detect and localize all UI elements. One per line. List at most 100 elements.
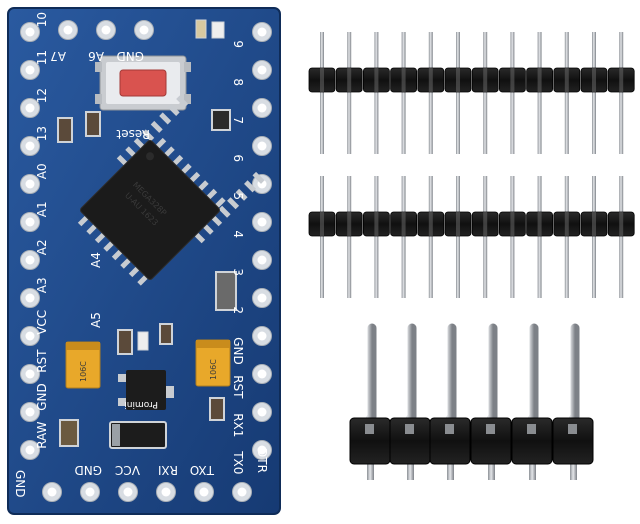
right-pin-pads (252, 22, 272, 460)
header-pin (592, 176, 596, 298)
header-pin (592, 32, 596, 154)
pin-pad (20, 22, 40, 42)
pin-label: A6 (88, 49, 104, 63)
header-pin (564, 32, 569, 154)
pin-label: A2 (35, 239, 49, 255)
pin-label: 11 (35, 50, 49, 65)
header-pin (347, 176, 352, 298)
pin-label: RX1 (231, 413, 245, 437)
arduino-pro-mini-board: MEGA328P U-AU 1623 106C 106C (7, 7, 281, 515)
header-pin (456, 176, 460, 298)
pin-label: TXO (190, 463, 215, 477)
microcontroller-chip: MEGA328P U-AU 1623 (77, 95, 265, 286)
header-pin (320, 176, 324, 298)
pin-pad (20, 212, 40, 232)
pin-pad (20, 288, 40, 308)
pin-pad (232, 482, 252, 502)
header-pin (374, 32, 379, 154)
header-pin (407, 450, 414, 480)
header-plastic-block (429, 417, 471, 465)
pin-pad (194, 482, 214, 502)
pin-label: RST (35, 349, 49, 373)
tantalum-capacitor-left: 106C (65, 341, 101, 389)
pin-pad (156, 482, 176, 502)
header-pin (561, 323, 580, 437)
pin-pad (252, 440, 272, 460)
header-pin (456, 32, 460, 154)
pin-label: RST (231, 375, 245, 399)
pin-label: GND (116, 49, 144, 63)
header-pin (488, 450, 495, 480)
left-pin-pads (20, 22, 40, 460)
pin-label: GND (231, 337, 245, 365)
pin-pad (252, 326, 272, 346)
label-reset: Reset (116, 127, 150, 141)
pin-pad (252, 136, 272, 156)
header-pin (564, 176, 569, 298)
pin-label: RXI (158, 463, 178, 477)
header-pin (483, 32, 488, 154)
smd-components (57, 19, 237, 447)
right-angle-pin-header (349, 323, 594, 480)
tantalum-capacitor-right: 106C (195, 339, 231, 387)
pin-label: GND (35, 383, 49, 411)
pin-label: 8 (231, 78, 245, 86)
header-pin (347, 32, 352, 154)
header-pin (428, 176, 433, 298)
header-pin (510, 32, 515, 154)
pin-label: 5 (231, 192, 245, 200)
pin-label: TX0 (231, 450, 245, 474)
pin-pad (80, 482, 100, 502)
pin-pad (252, 60, 272, 80)
header-pin (428, 32, 433, 154)
pin-label: 2 (231, 306, 245, 314)
pin-pad (96, 20, 116, 40)
header-pin (619, 32, 624, 154)
label-promini: Promini (124, 399, 158, 409)
header-plastic-block (552, 417, 594, 465)
pin-pad (252, 250, 272, 270)
pin-pad (252, 212, 272, 232)
pin-pad (252, 98, 272, 118)
pin-label: GND (74, 463, 102, 477)
pin-pad (20, 402, 40, 422)
pin-pad (252, 288, 272, 308)
header-pin (510, 176, 515, 298)
pin-label: 3 (231, 268, 245, 276)
header-pin (537, 32, 542, 154)
pin-label: GND (13, 470, 27, 498)
top-pin-pads (58, 20, 154, 40)
pin-pad (252, 364, 272, 384)
pin-label: 6 (231, 154, 245, 162)
pin-label: 4 (231, 230, 245, 238)
pin-label: A1 (35, 201, 49, 217)
pin-pad (20, 60, 40, 80)
header-plastic-block (470, 417, 512, 465)
label-a5: A5 (89, 312, 103, 328)
header-plastic-block (511, 417, 553, 465)
header-pin (447, 450, 454, 480)
voltage-regulator (118, 370, 174, 410)
pin-label: VCC (35, 310, 49, 335)
pin-label: A0 (35, 163, 49, 179)
label-a4: A4 (89, 252, 103, 268)
header-pin (401, 176, 406, 298)
pin-label: 7 (231, 116, 245, 124)
header-pin (520, 323, 539, 437)
pin-pad (42, 482, 62, 502)
header-pin (483, 176, 488, 298)
pin-pad (118, 482, 138, 502)
pin-header-row-1 (308, 32, 635, 154)
pin-pad (20, 98, 40, 118)
header-pin (374, 176, 379, 298)
bottom-pin-pads (42, 482, 252, 502)
header-pin (398, 323, 417, 437)
pin-pad (20, 136, 40, 156)
header-pin (537, 176, 542, 298)
pin-pad (58, 20, 78, 40)
pin-label: 9 (231, 40, 245, 48)
